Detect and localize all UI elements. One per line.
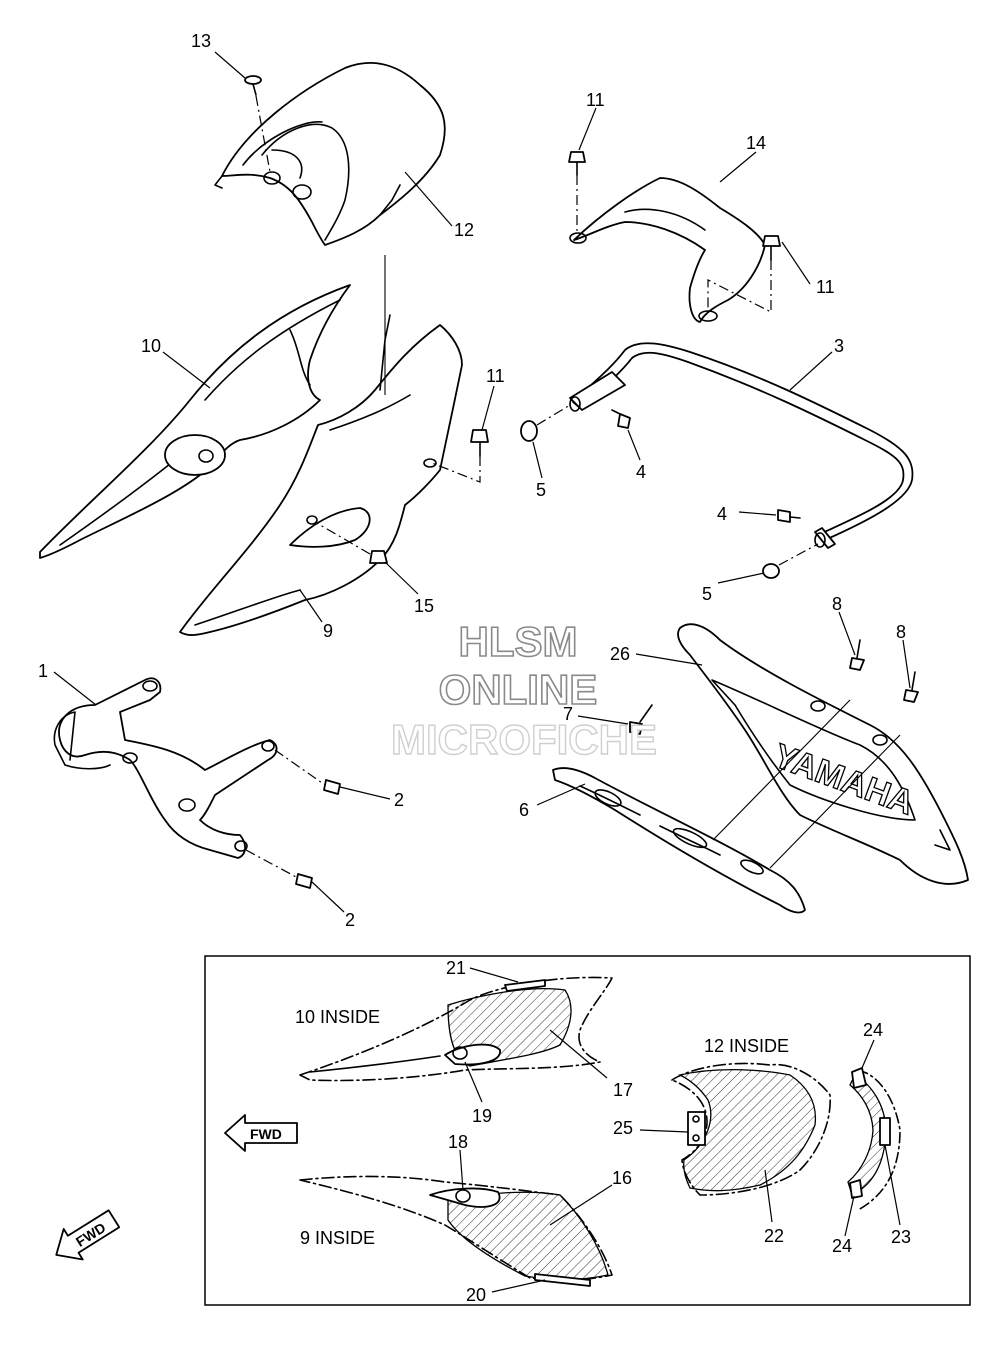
bolt-part-11-mid (470, 429, 489, 457)
callout-11b: 11 (816, 277, 835, 297)
inset-detail-box (204, 955, 971, 1306)
inset-text-labels: 10 INSIDE 12 INSIDE 9 INSIDE 21 17 19 24… (295, 958, 911, 1305)
callout-6: 6 (519, 800, 529, 820)
callout-1: 1 (38, 661, 48, 681)
leader-11b-dashed (707, 260, 772, 313)
leader-2b-dashed (245, 849, 299, 879)
callout-15: 15 (414, 596, 434, 616)
seat-cowl-part-12 (214, 62, 446, 246)
inset-rear-trim-parts-23-24 (847, 1067, 901, 1211)
callout-21: 21 (446, 958, 466, 978)
rear-cover-part-14 (569, 177, 766, 323)
callout-leaders (53, 51, 911, 913)
callout-18: 18 (448, 1132, 468, 1152)
callout-10: 10 (141, 336, 161, 356)
alignment-line-6-26-right (769, 734, 901, 869)
callout-25: 25 (613, 1118, 633, 1138)
inset-seat-cowl-12-inside (671, 1062, 831, 1196)
callout-26: 26 (610, 644, 630, 664)
leader-5a-dashed (536, 404, 571, 426)
bolt-part-11-right (762, 235, 781, 261)
license-bracket-part-6 (552, 767, 806, 914)
leader-2a-dashed (274, 749, 326, 786)
callout-5a: 5 (536, 480, 546, 500)
leader-11c-dashed (431, 456, 481, 483)
bolt-part-2-upper (323, 779, 341, 795)
fwd-arrow-corner: FWD (55, 1209, 121, 1261)
callout-7: 7 (563, 704, 573, 724)
callout-5b: 5 (702, 584, 712, 604)
watermark: HLSM ONLINE MICROFICHE (390, 617, 657, 764)
callout-4b: 4 (717, 504, 727, 524)
callout-16: 16 (612, 1168, 632, 1188)
callout-24b: 24 (832, 1236, 852, 1256)
callout-13: 13 (191, 31, 211, 51)
watermark-line-2: ONLINE (439, 666, 598, 713)
alignment-line-6-26-left (712, 699, 851, 841)
label-12-inside: 12 INSIDE (704, 1036, 789, 1056)
callout-2a: 2 (394, 790, 404, 810)
callout-9: 9 (323, 621, 333, 641)
callout-11c: 11 (486, 366, 505, 386)
rivet-part-7 (629, 704, 653, 735)
leader-5b-dashed (778, 543, 819, 566)
callout-23: 23 (891, 1227, 911, 1247)
callout-3: 3 (834, 336, 844, 356)
callout-17: 17 (613, 1080, 633, 1100)
watermark-line-1: HLSM (459, 618, 578, 665)
callout-14: 14 (746, 133, 766, 153)
callout-4a: 4 (636, 462, 646, 482)
rivet-part-8-left (849, 639, 865, 671)
callout-12: 12 (454, 220, 474, 240)
callout-8a: 8 (832, 594, 842, 614)
bolt-part-11-top (568, 151, 586, 176)
bolt-part-4-lower (777, 509, 801, 523)
label-10-inside: 10 INSIDE (295, 1007, 380, 1027)
callout-11a: 11 (586, 90, 605, 110)
callout-19: 19 (472, 1106, 492, 1126)
callout-22: 22 (764, 1226, 784, 1246)
fwd-arrow-inset: FWD (224, 1114, 298, 1152)
bolt-part-13 (244, 75, 262, 96)
fwd-arrow-inset-label: FWD (250, 1126, 282, 1142)
leader-13-dashed (255, 95, 271, 173)
callout-20: 20 (466, 1285, 486, 1305)
inset-callout-leaders (459, 967, 901, 1293)
label-9-inside: 9 INSIDE (300, 1228, 375, 1248)
bolt-part-4-top (611, 409, 631, 429)
side-cover-part-9 (179, 314, 463, 636)
grab-bar-part-3 (569, 342, 914, 549)
cap-part-5-top (520, 420, 538, 442)
rear-fender-part-26: YAMAHA (677, 623, 969, 885)
bracket-part-1 (53, 677, 278, 859)
callout-8b: 8 (896, 622, 906, 642)
watermark-line-3: MICROFICHE (391, 716, 657, 763)
cap-part-5-lower (762, 563, 780, 579)
rivet-part-8-right (903, 671, 919, 703)
callout-2b: 2 (345, 910, 355, 930)
bolt-part-2-lower (295, 873, 313, 889)
bolt-part-15 (369, 550, 388, 564)
inset-side-cover-10-inside (299, 976, 613, 1082)
callout-numbers: 13 12 11 14 11 10 11 3 5 4 4 5 15 9 1 26… (38, 31, 906, 930)
callout-24a: 24 (863, 1020, 883, 1040)
side-cover-part-10 (39, 284, 351, 559)
